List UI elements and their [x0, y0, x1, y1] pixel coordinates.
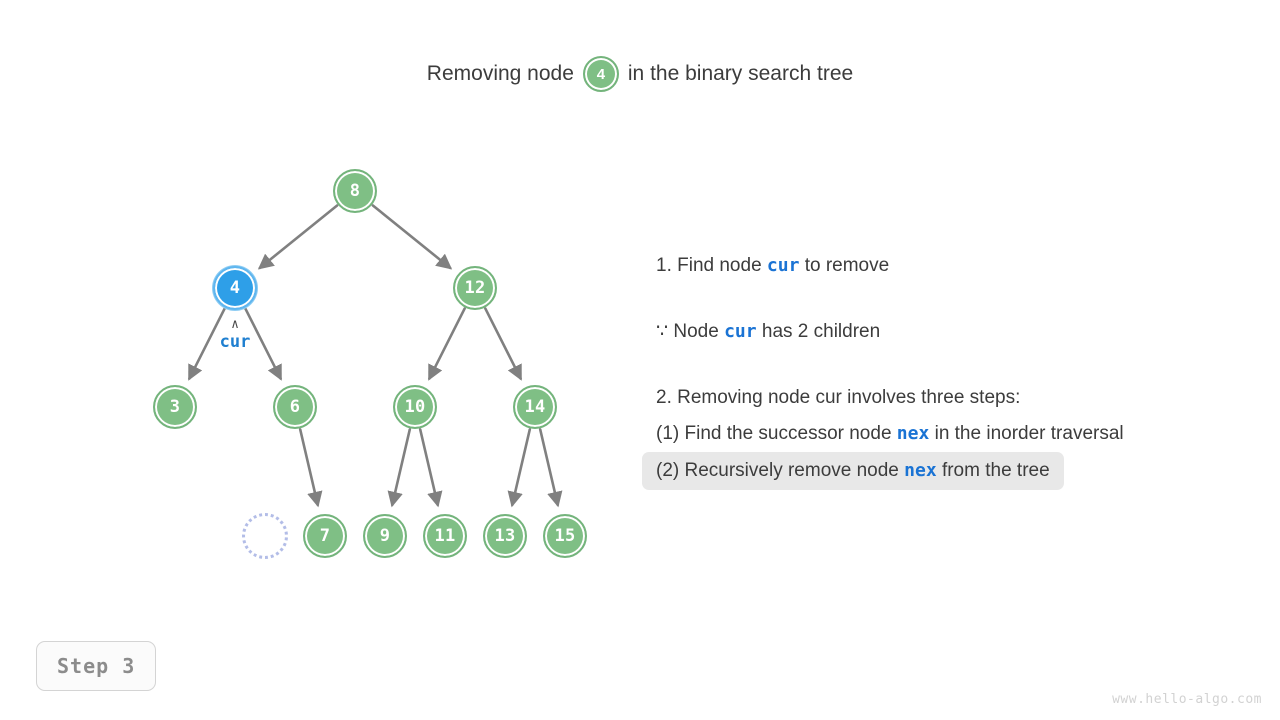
explanation-line-1: 1. Find node cur to remove	[656, 248, 1256, 284]
keyword-cur: cur	[724, 321, 757, 342]
page-title-suffix: in the binary search tree	[627, 62, 854, 85]
tree-node-10: 10	[393, 385, 437, 429]
tree-node-12: 12	[453, 266, 497, 310]
tree-edge-10-to-11	[418, 428, 443, 508]
tree-edge-10-to-9	[387, 428, 412, 508]
explanation-panel: 1. Find node cur to remove ∵ Node cur ha…	[642, 248, 1256, 490]
tree-node-3: 3	[153, 385, 197, 429]
explanation-line-5-part-a: (2) Recursively remove node	[656, 460, 905, 481]
tree-node-6: 6	[273, 385, 317, 429]
tree-node-8: 8	[333, 169, 377, 213]
explanation-line-1-part-a: 1. Find node	[656, 255, 767, 276]
explanation-line-5-active: (2) Recursively remove node nex from the…	[642, 452, 1064, 490]
pointer-caret-icon: ∧	[231, 317, 239, 332]
tree-edge-14-to-13	[507, 428, 532, 508]
pointer-name: cur	[219, 332, 251, 352]
explanation-spacer	[656, 284, 1256, 314]
pointer-label-cur: ∧ cur	[220, 318, 251, 351]
explanation-line-2-part-a: ∵ Node	[656, 321, 725, 342]
tree-edge-12-to-14	[484, 307, 522, 381]
keyword-nex: nex	[904, 460, 937, 481]
tree-edge-8-to-4	[257, 204, 339, 270]
explanation-spacer	[656, 350, 1256, 380]
explanation-line-5-part-b: from the tree	[936, 460, 1050, 481]
keyword-nex: nex	[896, 423, 930, 444]
tree-node-11: 11	[423, 514, 467, 558]
tree-node-9: 9	[363, 514, 407, 558]
tree-edge-4-to-3	[188, 307, 226, 381]
tree-edge-14-to-15	[538, 428, 563, 508]
explanation-line-2: ∵ Node cur has 2 children	[656, 314, 1256, 350]
tree-node-7: 7	[303, 514, 347, 558]
tree-edge-12-to-10	[428, 307, 466, 381]
explanation-line-4: (1) Find the successor node nex in the i…	[656, 416, 1256, 452]
tree-edge-4-to-6	[244, 307, 282, 381]
explanation-line-3: 2. Removing node cur involves three step…	[656, 387, 1021, 408]
tree-edges	[188, 204, 563, 508]
tree-node-empty-placeholder	[242, 513, 288, 559]
title-node-badge: 4	[582, 56, 619, 92]
tree-edge-6-to-7	[298, 428, 323, 508]
keyword-cur: cur	[766, 255, 800, 276]
step-badge: Step 3	[36, 641, 157, 691]
tree-node-4-highlighted: 4	[213, 266, 257, 310]
tree-node-13: 13	[483, 514, 527, 558]
page-title: Removing node 4 in the binary search tre…	[0, 56, 1280, 92]
tree-edge-8-to-12	[371, 204, 453, 270]
tree-node-14: 14	[513, 385, 557, 429]
explanation-line-4-part-a: (1) Find the successor node	[656, 423, 897, 444]
page-title-prefix: Removing node	[426, 62, 574, 85]
explanation-line-4-part-b: in the inorder traversal	[929, 423, 1124, 444]
explanation-line-2-part-b: has 2 children	[756, 321, 881, 342]
explanation-line-1-part-b: to remove	[799, 255, 890, 276]
tree-node-15: 15	[543, 514, 587, 558]
watermark: www.hello-algo.com	[1112, 692, 1262, 707]
